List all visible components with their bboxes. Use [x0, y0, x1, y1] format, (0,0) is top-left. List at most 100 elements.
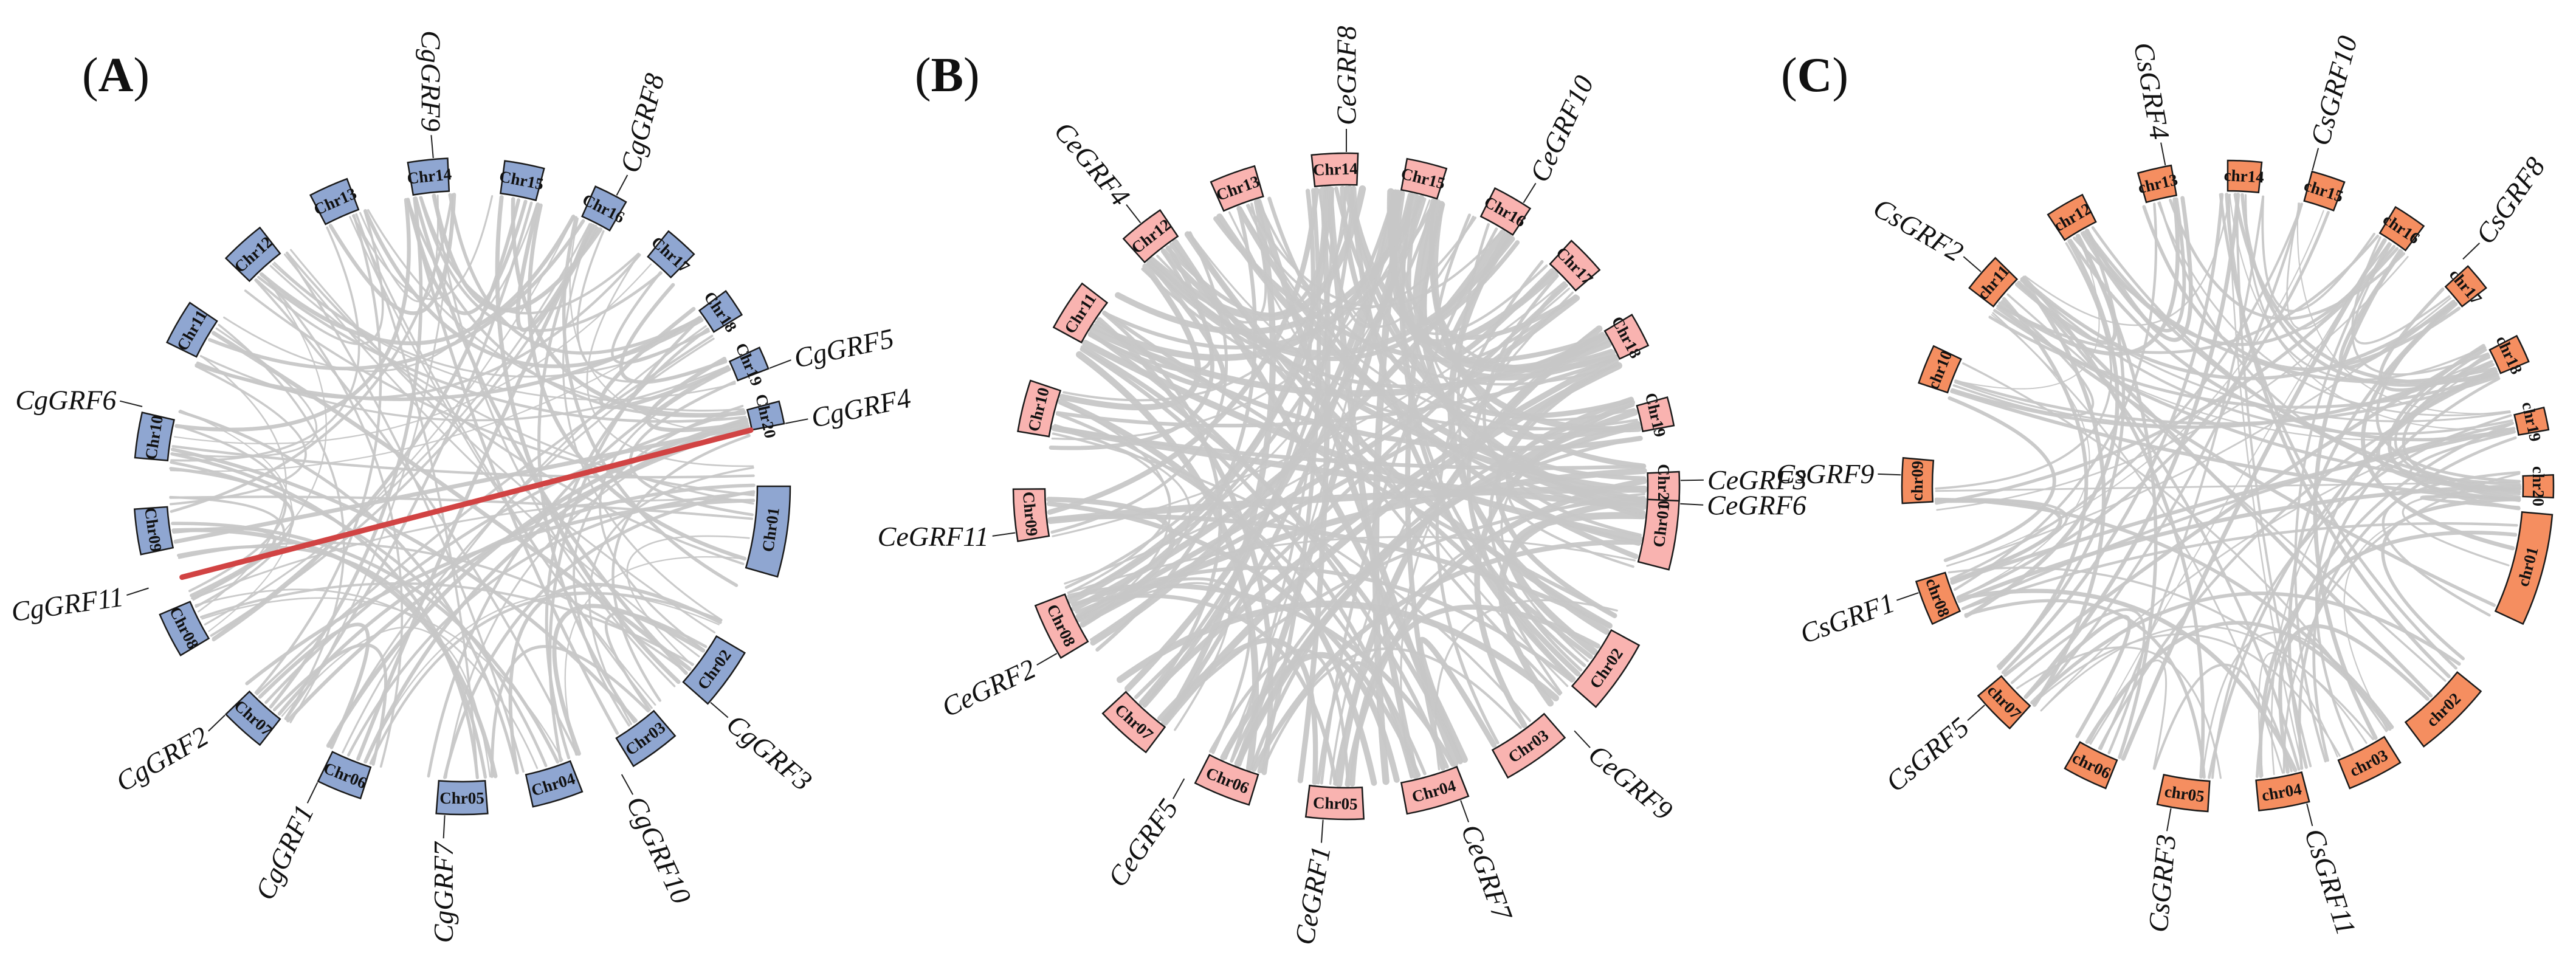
- synteny-link: [1075, 577, 1252, 754]
- synteny-link: [1340, 185, 1634, 419]
- gene-cggrf1: CgGRF1: [249, 782, 320, 904]
- chromosome-box: [525, 760, 584, 808]
- synteny-link: [2032, 633, 2341, 757]
- chromosome-chr03: chr03: [2337, 735, 2402, 790]
- gene-label: CgGRF5: [791, 323, 897, 374]
- synteny-link: [1225, 191, 1394, 760]
- chromosome-chr14: Chr14: [1310, 152, 1359, 188]
- synteny-link: [2076, 233, 2158, 759]
- chromosome-chr09: chr09: [1901, 456, 1935, 505]
- gene-label: CsGRF11: [2299, 825, 2362, 939]
- synteny-link: [1996, 229, 2126, 668]
- synteny-link: [569, 218, 750, 435]
- synteny-link: [245, 498, 756, 686]
- synteny-link: [1055, 412, 1427, 776]
- chromosome-box: [615, 709, 677, 768]
- gene-label: CgGRF8: [614, 71, 670, 176]
- chromosome-box: [1101, 691, 1166, 754]
- synteny-link: [2261, 195, 2375, 312]
- chromosome-chr06: Chr06: [1194, 754, 1259, 806]
- gene-cegrf5: CeGRF5: [1101, 778, 1185, 892]
- gene-label: CsGRF10: [2304, 33, 2363, 149]
- synteny-link: [1407, 195, 1647, 481]
- panel-c: chr01chr02chr03chr04chr05chr06chr07chr08…: [1776, 33, 2555, 939]
- synteny-link: [179, 409, 294, 632]
- synteny-link: [1509, 512, 1647, 655]
- gene-tick: [430, 135, 434, 159]
- chromosome-chr10: Chr10: [1017, 379, 1062, 438]
- synteny-link: [1964, 599, 2206, 779]
- gene-label: CeGRF8: [1331, 26, 1362, 125]
- synteny-link: [490, 645, 650, 778]
- synteny-links: [169, 193, 756, 779]
- synteny-link: [1388, 188, 1616, 381]
- chromosome-label: Chr05: [1313, 793, 1359, 813]
- synteny-link: [1102, 199, 1436, 350]
- chromosome-chr19: Chr19: [1636, 391, 1675, 439]
- gene-label: CsGRF2: [1868, 192, 1969, 268]
- synteny-link: [2381, 497, 2521, 661]
- gene-cggrf3: CgGRF3: [710, 701, 818, 797]
- synteny-link: [2378, 287, 2495, 392]
- synteny-link: [355, 213, 479, 779]
- synteny-link: [356, 224, 595, 761]
- synteny-link: [1947, 567, 2374, 740]
- synteny-link: [1429, 199, 1647, 469]
- synteny-link: [564, 556, 746, 756]
- synteny-link: [433, 195, 676, 687]
- gene-cggrf9: CgGRF9: [415, 30, 446, 159]
- gene-cggrf11: CgGRF11: [9, 581, 149, 627]
- synteny-link: [257, 275, 747, 423]
- gene-label: CgGRF9: [415, 30, 446, 131]
- synteny-link: [1087, 260, 1226, 389]
- gene-label: CsGRF3: [2143, 833, 2182, 934]
- synteny-link: [281, 626, 491, 778]
- chromosome-chr09: Chr09: [133, 506, 174, 556]
- synteny-link: [508, 582, 722, 775]
- synteny-link: [1343, 185, 1646, 516]
- gene-cegrf2: CeGRF2: [937, 653, 1058, 723]
- gene-tick: [1878, 473, 1901, 476]
- synteny-link: [646, 356, 749, 432]
- synteny-link: [2343, 500, 2520, 731]
- gene-tick: [616, 174, 629, 196]
- gene-tick: [769, 359, 791, 369]
- gene-label: CsGRF1: [1796, 587, 1899, 650]
- gene-tick: [1320, 819, 1324, 843]
- chromosome-box: [1491, 712, 1566, 779]
- synteny-link: [1148, 185, 1366, 322]
- synteny-link: [2244, 194, 2485, 381]
- synteny-link: [2089, 239, 2385, 744]
- synteny-link: [2219, 193, 2457, 670]
- gene-label: CsGRF5: [1880, 711, 1975, 798]
- gene-csgrf5: CsGRF5: [1880, 704, 1985, 798]
- gene-label: CgGRF11: [9, 581, 125, 627]
- chromosome-box: [224, 226, 281, 283]
- synteny-link: [1935, 242, 2113, 490]
- gene-cggrf10: CgGRF10: [621, 774, 697, 909]
- synteny-link: [352, 214, 653, 709]
- gene-tick: [785, 418, 808, 424]
- chromosome-chr05: chr05: [2156, 773, 2211, 813]
- chromosome-label: chr09: [1908, 461, 1927, 501]
- synteny-links: [1934, 192, 2522, 779]
- highlight-link: [179, 427, 754, 580]
- chromosome-box: [682, 635, 746, 705]
- gene-cegrf11: CeGRF11: [878, 521, 1016, 552]
- synteny-link: [527, 203, 747, 561]
- gene-tick: [208, 714, 226, 732]
- chromosome-box: [1400, 157, 1448, 200]
- synteny-link: [2085, 621, 2392, 744]
- gene-cegrf10: CeGRF10: [1523, 71, 1600, 204]
- synteny-link: [199, 582, 695, 666]
- synteny-link: [2023, 192, 2240, 699]
- synteny-link: [2287, 301, 2457, 769]
- synteny-link: [218, 323, 345, 720]
- synteny-link: [611, 434, 751, 702]
- chromosome-label: Chr09: [1019, 491, 1041, 537]
- synteny-link: [260, 272, 404, 768]
- synteny-link: [264, 408, 745, 704]
- gene-tick: [1173, 778, 1185, 799]
- chromosome-chr15: Chr15: [498, 160, 545, 202]
- gene-label: CgGRF10: [621, 791, 697, 909]
